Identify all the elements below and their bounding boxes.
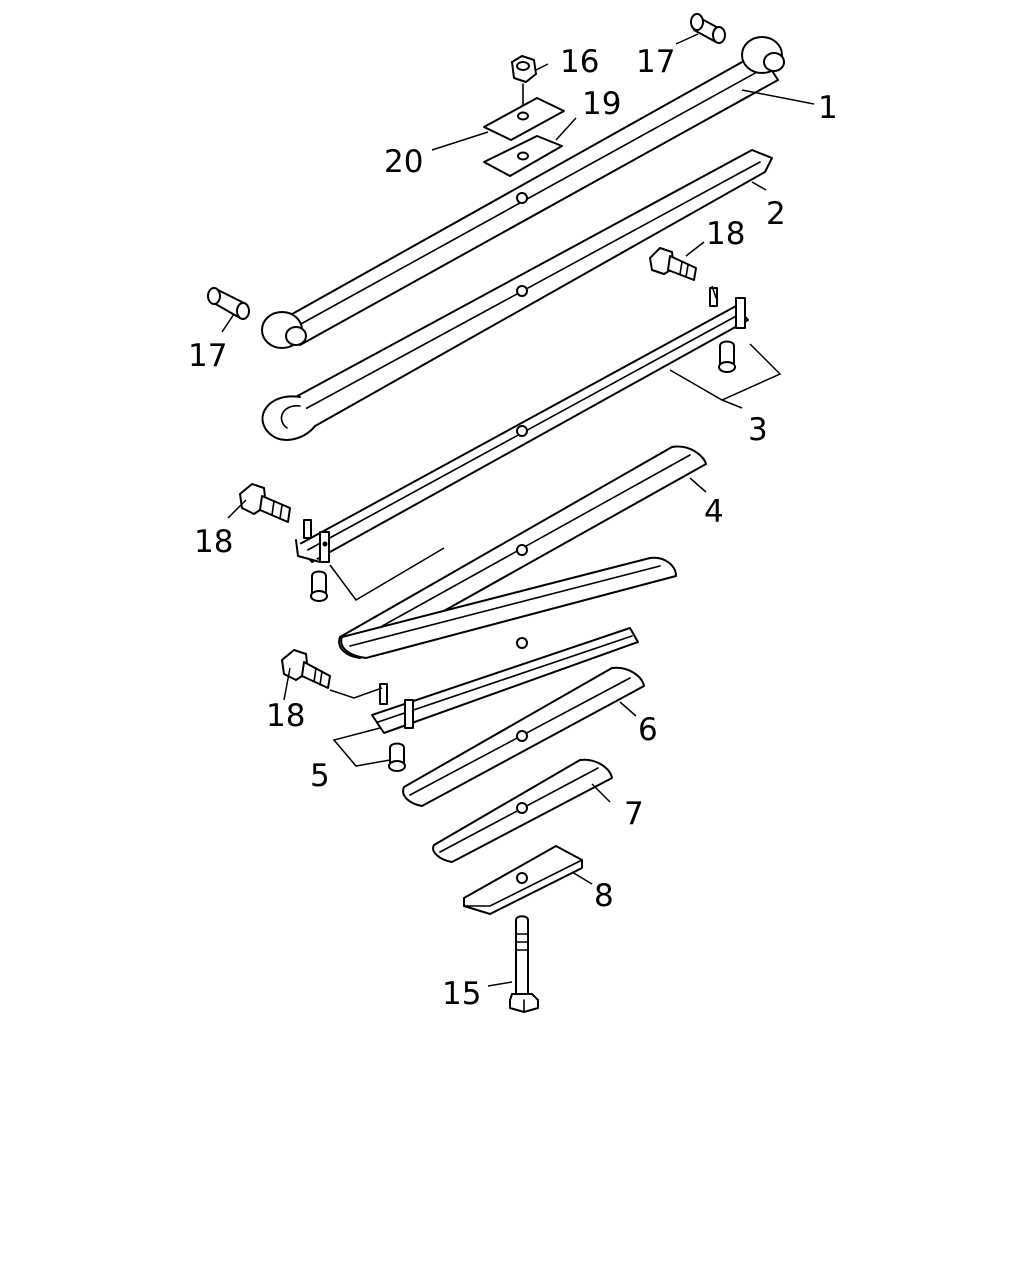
part-15-center-bolt	[509, 915, 539, 1013]
rivet-part-5	[388, 742, 406, 772]
callout-2: 2	[766, 196, 786, 232]
part-18-bolt-middle	[239, 483, 291, 523]
callout-20: 20	[384, 144, 423, 180]
callout-1: 1	[818, 90, 838, 126]
part-20-plate	[483, 97, 565, 141]
part-17-bushing-left	[207, 287, 250, 320]
part-4-leaf	[338, 445, 707, 659]
callout-4: 4	[704, 494, 724, 530]
callout-18-middle: 18	[194, 524, 233, 560]
callout-17-left: 17	[188, 338, 227, 374]
part-2-second-leaf	[261, 149, 773, 441]
callout-3: 3	[748, 412, 768, 448]
part-18-bolt-top	[649, 247, 697, 281]
part-8-pad	[463, 845, 583, 915]
callout-15: 15	[442, 976, 481, 1012]
leader-lines	[221, 33, 815, 987]
rivet-part-3-right	[718, 340, 736, 373]
callout-17-top: 17	[636, 44, 675, 80]
callout-16: 16	[560, 44, 599, 80]
callout-7: 7	[624, 796, 644, 832]
part-17-bushing-top	[690, 13, 726, 44]
callout-labels: 1 2 3 4 5 6 7 8 15 16 17 17 18 18 18 19 …	[188, 44, 838, 1012]
callout-6: 6	[638, 712, 658, 748]
rivet-part-3-left	[310, 570, 328, 602]
part-5-clip-leaf	[371, 627, 639, 734]
leaf-unlabeled	[340, 556, 677, 659]
callout-18-lower: 18	[266, 698, 305, 734]
callout-5: 5	[310, 758, 330, 794]
callout-8: 8	[594, 878, 614, 914]
part-3-clip-leaf	[295, 287, 749, 563]
part-7-leaf	[432, 758, 613, 863]
part-1-main-leaf	[261, 36, 785, 349]
part-6-leaf	[402, 666, 645, 807]
callout-18-top: 18	[706, 216, 745, 252]
callout-19: 19	[582, 86, 621, 122]
part-19-plate	[483, 135, 563, 177]
